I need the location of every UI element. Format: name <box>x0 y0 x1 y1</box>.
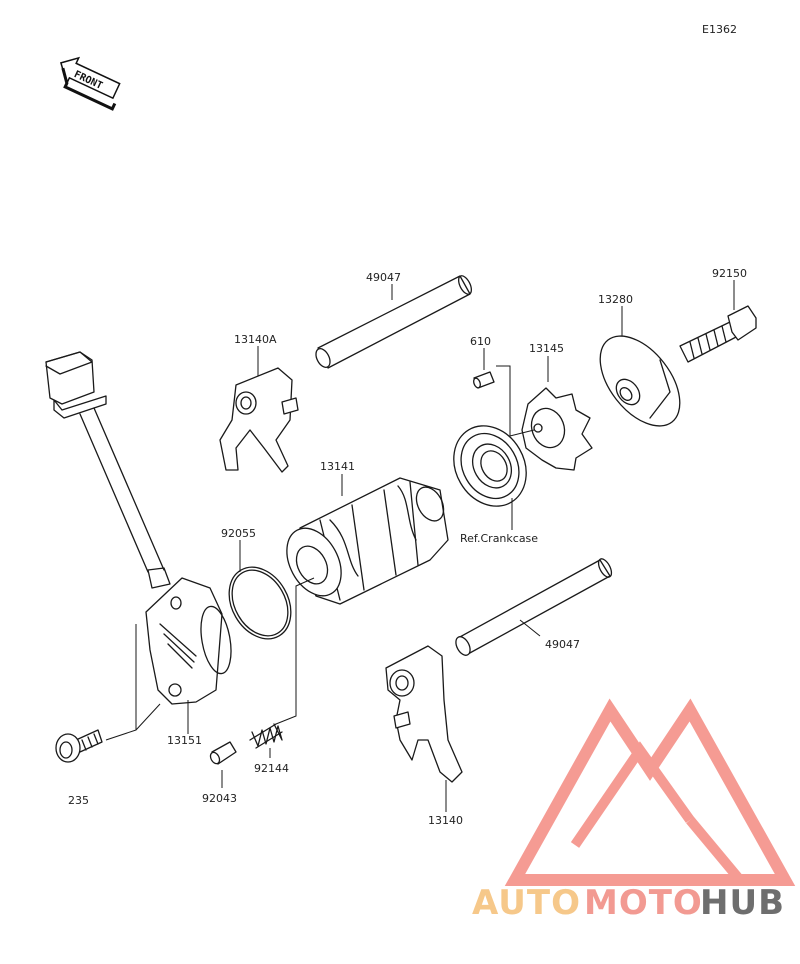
label-13151: 13151 <box>167 734 202 747</box>
spring-92144 <box>249 723 283 749</box>
plate-13280 <box>599 335 681 427</box>
watermark-text: AUTO MOTO HUB <box>472 883 785 923</box>
label-49047-bottom: 49047 <box>545 638 580 651</box>
shift-fork-13140 <box>385 645 463 783</box>
label-13140: 13140 <box>428 814 463 827</box>
shaft-49047-top <box>315 275 473 369</box>
shift-fork-13140A <box>219 367 299 473</box>
label-ref-crankcase: Ref.Crankcase <box>460 532 538 545</box>
screw-235 <box>55 729 103 763</box>
diagram-code: E1362 <box>702 23 737 36</box>
label-92144: 92144 <box>254 762 289 775</box>
o-ring-92055 <box>228 566 292 640</box>
label-13140A: 13140A <box>234 333 277 346</box>
label-49047-top: 49047 <box>366 271 401 284</box>
label-92043: 92043 <box>202 792 237 805</box>
label-610: 610 <box>470 335 491 348</box>
part-labels: 49047 13140A 610 13145 13280 92150 13141… <box>68 267 747 827</box>
shift-sensor-13151 <box>45 351 232 705</box>
label-92055: 92055 <box>221 527 256 540</box>
watermark-hub: HUB <box>700 883 785 923</box>
label-13145: 13145 <box>529 342 564 355</box>
pin-92043 <box>209 741 237 765</box>
watermark-moto: MOTO <box>584 883 703 923</box>
label-235: 235 <box>68 794 89 807</box>
cam-13145 <box>521 387 593 471</box>
bolt-92150 <box>679 305 757 363</box>
label-13141: 13141 <box>320 460 355 473</box>
shift-drum-13141 <box>286 477 449 605</box>
bearing-crankcase <box>453 425 527 507</box>
shaft-49047-bottom <box>455 558 613 656</box>
watermark-logo-icon <box>504 698 796 886</box>
front-arrow-icon: FRONT <box>59 56 121 111</box>
label-13280: 13280 <box>598 293 633 306</box>
watermark-auto: AUTO <box>472 883 581 923</box>
label-92150: 92150 <box>712 267 747 280</box>
leader-lines <box>105 280 735 812</box>
pin-610 <box>473 371 495 389</box>
